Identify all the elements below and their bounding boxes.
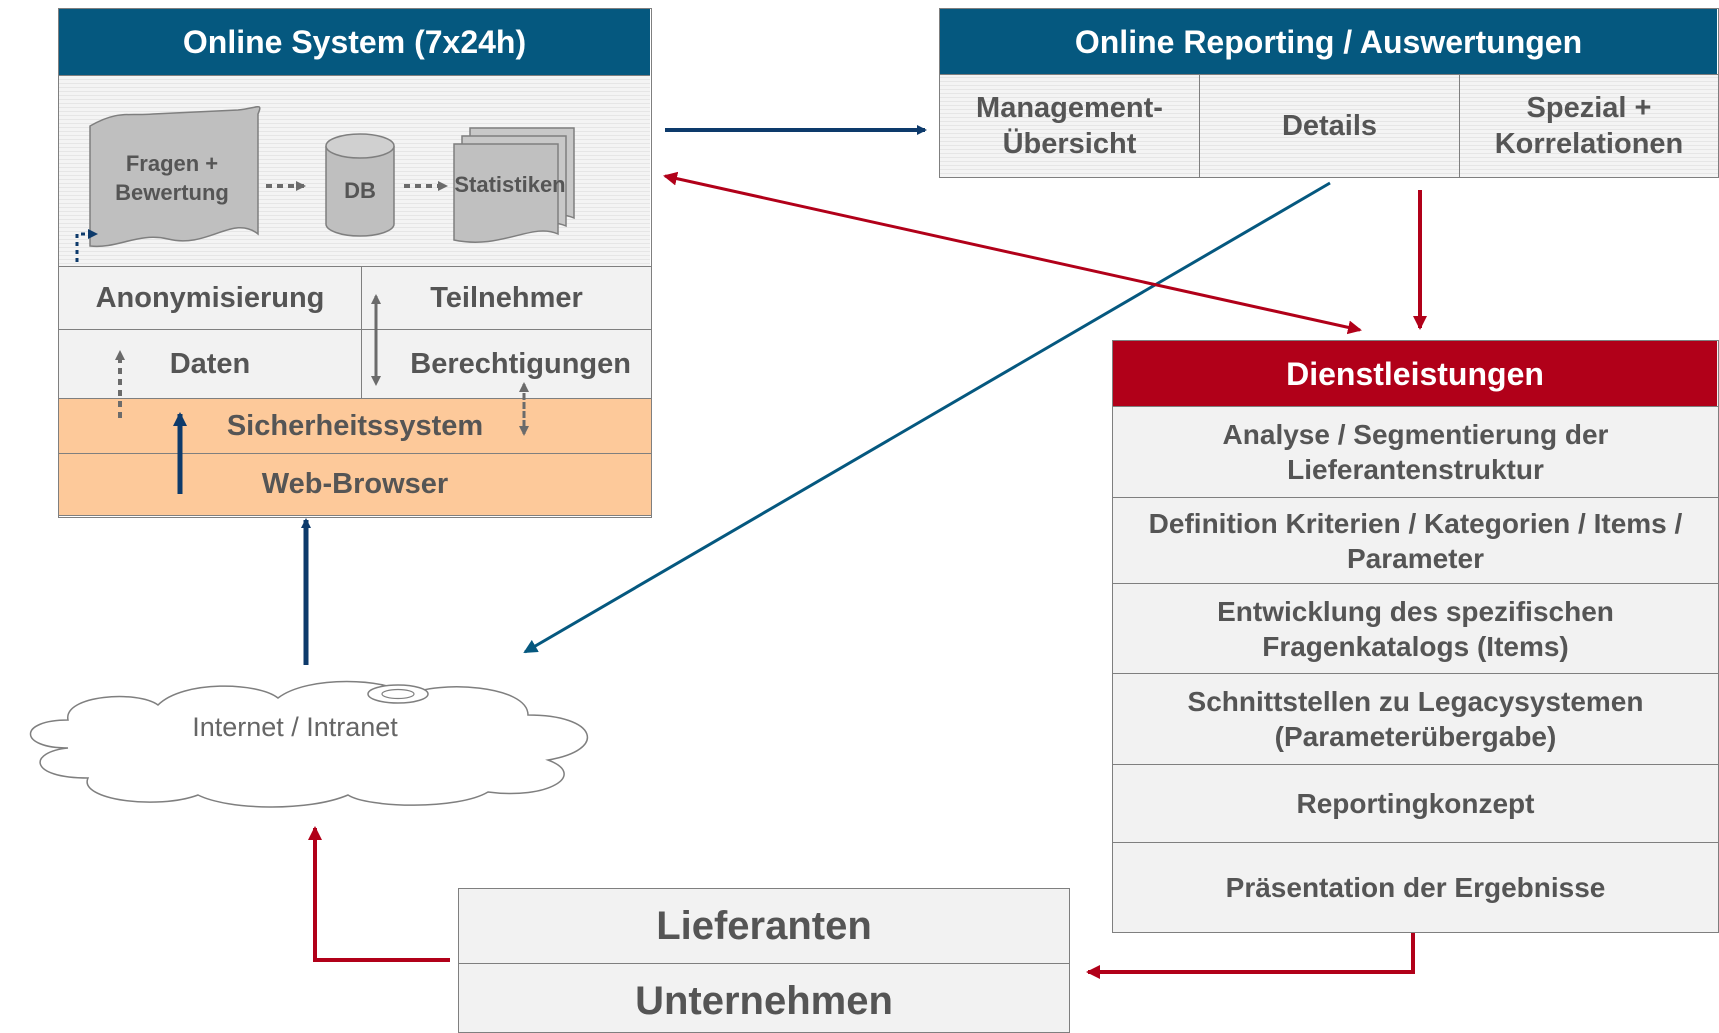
- service-item-development: Entwicklung des spezifischen Fragenkatal…: [1112, 583, 1719, 674]
- arrow-anonymization-to-questions: [75, 229, 98, 302]
- web-browser-bar: Web-Browser: [58, 453, 652, 516]
- stats-pages-shape: [453, 127, 575, 243]
- reporting-title: Online Reporting / Auswertungen: [940, 9, 1717, 75]
- permissions-cell: Berechtigungen: [361, 329, 652, 399]
- services-title: Dienstleistungen: [1113, 341, 1717, 407]
- arrow-system-services: [663, 171, 1362, 335]
- participants-cell: Teilnehmer: [361, 266, 652, 330]
- cloud-label: Internet / Intranet: [192, 712, 398, 742]
- cloud-shape: [29, 680, 589, 808]
- service-item-analysis: Analyse / Segmentierung der Lieferantens…: [1112, 406, 1719, 498]
- arrow-suppliers-to-cloud: [308, 826, 450, 962]
- suppliers-box: Lieferanten: [458, 888, 1070, 964]
- online-system-title: Online System (7x24h): [59, 9, 650, 75]
- process-shapes: [75, 106, 575, 302]
- service-item-interfaces: Schnittstellen zu Legacysystemen (Parame…: [1112, 673, 1719, 765]
- questions-document-shape: [89, 106, 261, 248]
- db-cylinder-shape: [325, 133, 395, 237]
- company-box: Unternehmen: [458, 963, 1070, 1033]
- security-system-bar: Sicherheitssystem: [58, 398, 652, 454]
- data-cell: Daten: [58, 329, 362, 399]
- service-item-definition: Definition Kriterien / Kategorien / Item…: [1112, 497, 1719, 584]
- service-item-presentation: Präsentation der Ergebnisse: [1112, 842, 1719, 933]
- arrow-services-to-suppliers: [1086, 933, 1415, 979]
- questions-label: Fragen + Bewertung: [115, 151, 229, 205]
- stats-label: Statistiken: [454, 172, 566, 197]
- service-item-reporting: Reportingkonzept: [1112, 764, 1719, 843]
- details-cell: Details: [1199, 74, 1460, 178]
- special-cell: Spezial + Korrelationen: [1459, 74, 1719, 178]
- management-cell: Management- Übersicht: [939, 74, 1200, 178]
- inner-arrows: [115, 294, 529, 494]
- db-label: DB: [344, 178, 376, 203]
